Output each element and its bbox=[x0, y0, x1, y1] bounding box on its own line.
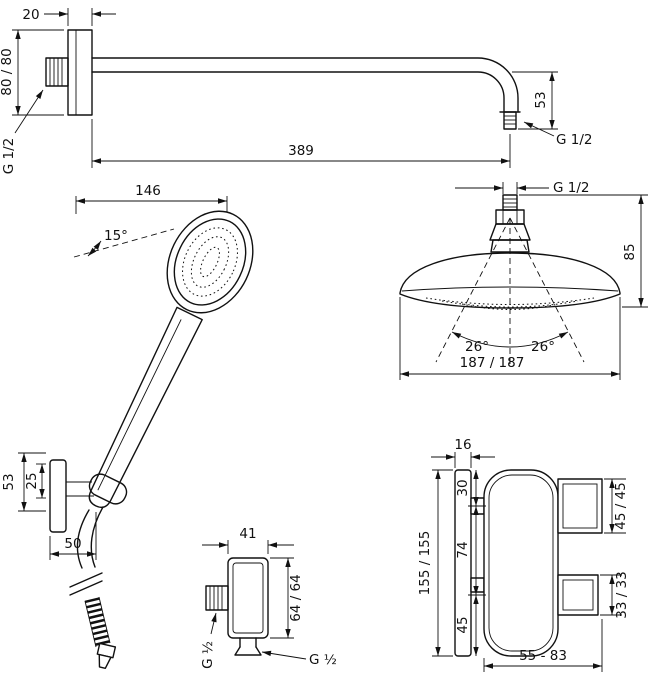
dim-head-height-label: 85 bbox=[622, 243, 638, 260]
dim-holder-depth: 25 bbox=[24, 463, 46, 499]
hose-corrugation bbox=[84, 597, 111, 647]
nipple-threads bbox=[504, 115, 516, 125]
dim-outlet-width: 41 bbox=[202, 526, 294, 554]
dim-holder-width: 50 bbox=[49, 512, 97, 560]
dim-holder-height: 53 bbox=[1, 452, 46, 512]
outlet-side-port bbox=[205, 585, 229, 611]
dim-head-diameter: 187 / 187 bbox=[399, 297, 621, 380]
dim-thermostat-depth-label: 16 bbox=[454, 437, 471, 453]
swivel-angle-left-label: 26° bbox=[465, 339, 489, 355]
thread-hatch bbox=[49, 58, 63, 86]
dim-plate-height: 80 / 80 bbox=[0, 29, 64, 116]
hose-break-symbol bbox=[69, 572, 103, 596]
dim-thermostat-depth: 16 bbox=[431, 437, 495, 468]
dim-projection: 55 - 83 bbox=[483, 619, 603, 672]
arm-tube-outer bbox=[91, 57, 519, 113]
wall-thread-label: G 1/2 bbox=[1, 138, 17, 174]
thermostat-body bbox=[483, 469, 559, 657]
head-connector bbox=[489, 194, 531, 253]
dim-projection-label: 55 - 83 bbox=[519, 648, 567, 664]
dim-bottom-handle-size-label: 33 / 33 bbox=[614, 571, 630, 619]
dim-arm-drop: 53 bbox=[512, 71, 558, 130]
dim-handle-positions: 30 74 45 bbox=[455, 470, 486, 656]
thermostat-wall-plate bbox=[454, 469, 472, 657]
dim-outlet-width-label: 41 bbox=[239, 526, 256, 542]
hose-end-fitting bbox=[96, 642, 117, 669]
dim-top-handle-offset-label: 30 bbox=[455, 479, 471, 496]
hand-shower-assembly: 146 15° bbox=[1, 183, 254, 669]
dim-head-diameter-label: 187 / 187 bbox=[460, 355, 525, 371]
top-handle bbox=[557, 478, 603, 534]
dim-arm-drop-label: 53 bbox=[533, 91, 549, 108]
outlet-bottom-thread-label: G ½ bbox=[309, 652, 337, 668]
connector-threads bbox=[503, 198, 517, 208]
dim-plate-height-label: 80 / 80 bbox=[0, 48, 15, 96]
dim-handle-spacing-label: 74 bbox=[455, 541, 471, 558]
outlet-body-contour bbox=[232, 562, 264, 634]
swivel-angle-right-label: 26° bbox=[531, 339, 555, 355]
handshower-head bbox=[166, 210, 254, 314]
shower-head-body bbox=[399, 252, 621, 309]
shower-head-seam bbox=[401, 286, 619, 292]
holder-cradle bbox=[88, 473, 128, 505]
dim-arm-length: 389 bbox=[91, 119, 511, 168]
head-angle-label: 15° bbox=[104, 228, 128, 244]
bottom-valve-stem bbox=[470, 577, 485, 593]
handshower-handle bbox=[88, 306, 203, 509]
dim-bottom-offset-label: 45 bbox=[455, 616, 471, 633]
shower-hose bbox=[69, 506, 117, 669]
arm-outlet-nipple bbox=[503, 111, 517, 130]
dim-plate-width: 20 bbox=[22, 7, 116, 26]
dim-outlet-height-label: 64 / 64 bbox=[288, 574, 304, 622]
dim-head-height: 85 bbox=[519, 194, 648, 308]
dim-top-handle-size-label: 45 / 45 bbox=[613, 482, 629, 530]
overhead-shower: G 1/2 26° 26° bbox=[399, 180, 648, 380]
connector-thread-callout: G 1/2 bbox=[455, 180, 589, 196]
shower-holder bbox=[49, 459, 128, 533]
spray-face-nozzles bbox=[425, 297, 595, 310]
wall-plate bbox=[67, 29, 93, 116]
dim-holder-height-label: 53 bbox=[1, 473, 17, 490]
head-angle-callout: 15° bbox=[73, 228, 175, 258]
dim-holder-depth-label: 25 bbox=[24, 472, 40, 489]
dim-plate-width-label: 20 bbox=[22, 7, 39, 23]
outlet-body bbox=[227, 557, 269, 639]
thermostat: 16 155 / 155 30 74 45 bbox=[417, 437, 630, 672]
wall-thread-callout: G 1/2 bbox=[1, 89, 44, 174]
dim-arm-length-label: 389 bbox=[288, 143, 314, 159]
outlet-side-thread-label: G ½ bbox=[200, 641, 216, 669]
dim-thermostat-height: 155 / 155 bbox=[417, 469, 453, 657]
wall-outlet: 41 64 / 64 G ½ G ½ bbox=[200, 526, 337, 669]
outlet-bottom-port bbox=[234, 637, 262, 656]
wall-thread-connector bbox=[45, 57, 69, 87]
swivel-angle-lines: 26° 26° bbox=[435, 217, 585, 368]
connector-thread-label: G 1/2 bbox=[553, 180, 589, 196]
dim-handshower-length-label: 146 bbox=[135, 183, 161, 199]
dim-outlet-height: 64 / 64 bbox=[270, 557, 304, 639]
dim-bottom-handle-size: 33 / 33 bbox=[600, 571, 630, 619]
side-port-threads bbox=[209, 586, 223, 610]
outlet-bottom-thread-callout: G ½ bbox=[261, 650, 337, 668]
handshower-nozzle-rings bbox=[182, 227, 238, 297]
arm-tube-inner bbox=[91, 71, 505, 113]
thermostat-body-contour bbox=[488, 474, 554, 652]
dim-top-handle-size: 45 / 45 bbox=[604, 478, 629, 534]
outlet-side-thread-callout: G ½ bbox=[200, 612, 217, 669]
arm-outlet-thread-label: G 1/2 bbox=[556, 132, 592, 148]
dim-thermostat-height-label: 155 / 155 bbox=[417, 531, 433, 596]
arm-outlet-thread-callout: G 1/2 bbox=[523, 121, 592, 148]
shower-arm-assembly: 20 80 / 80 G 1/2 389 53 G 1/2 bbox=[0, 7, 592, 174]
dim-holder-width-label: 50 bbox=[64, 536, 81, 552]
bottom-handle bbox=[557, 574, 599, 616]
